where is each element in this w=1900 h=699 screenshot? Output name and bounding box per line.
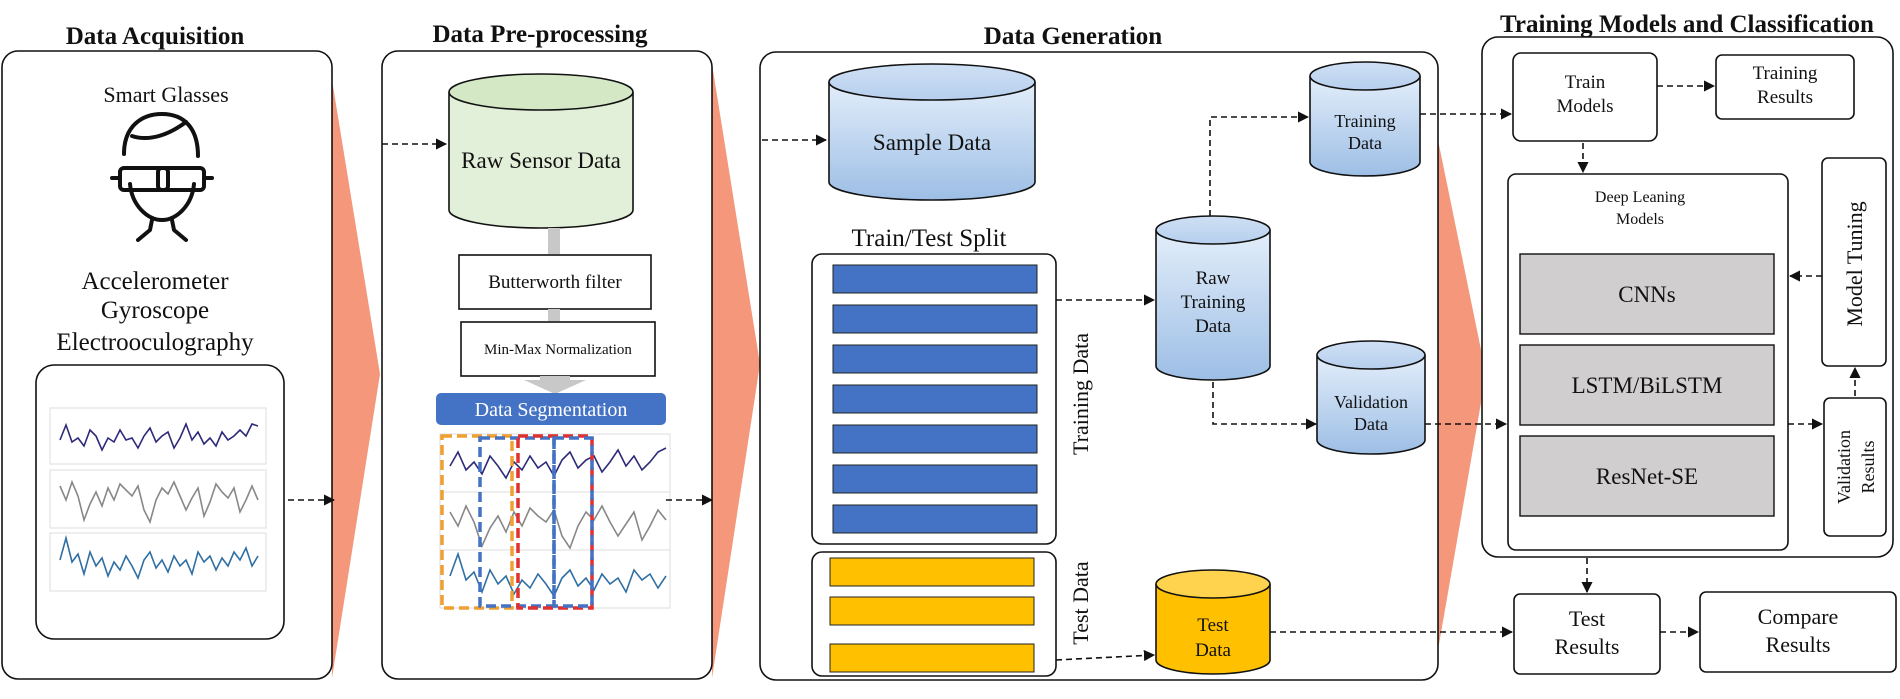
stage-arrow-3 bbox=[1438, 140, 1486, 650]
sensor-gyroscope: Gyroscope bbox=[101, 297, 209, 324]
test-results-box bbox=[1513, 593, 1661, 675]
butterworth-filter-box bbox=[458, 254, 652, 310]
model-lstm-box bbox=[1519, 344, 1775, 426]
test-data-vertical-label: Test Data bbox=[1068, 561, 1093, 645]
test-bar bbox=[829, 643, 1035, 673]
train-models-label-1: Train bbox=[1565, 72, 1606, 93]
model-lstm-label: LSTM/BiLSTM bbox=[1572, 373, 1723, 398]
device-label: Smart Glasses bbox=[103, 82, 228, 107]
sample-data-label: Sample Data bbox=[873, 130, 991, 155]
training-bar bbox=[832, 464, 1038, 494]
arrow-raw-to-training bbox=[1209, 111, 1310, 216]
compare-results-box bbox=[1699, 591, 1897, 673]
heading-training-classification: Training Models and Classification bbox=[1500, 11, 1874, 38]
training-data-vertical-label: Training Data bbox=[1068, 333, 1093, 455]
test-data-db-label-1: Test bbox=[1197, 615, 1229, 636]
training-results-label-2: Results bbox=[1757, 87, 1813, 108]
training-bar bbox=[832, 504, 1038, 534]
heading-data-preprocessing: Data Pre-processing bbox=[432, 21, 648, 48]
training-results-label-1: Training bbox=[1753, 63, 1818, 84]
raw-signal-plots bbox=[49, 407, 267, 592]
sensor-electrooculography: Electrooculography bbox=[56, 329, 254, 356]
model-resnet-box bbox=[1519, 435, 1775, 517]
test-data-bars bbox=[829, 557, 1035, 673]
train-models-label-2: Models bbox=[1557, 96, 1614, 117]
training-data-db-label-2: Data bbox=[1348, 133, 1382, 153]
butterworth-filter-label: Butterworth filter bbox=[488, 272, 622, 293]
training-bar bbox=[832, 304, 1038, 334]
stage-arrow-1 bbox=[332, 80, 380, 678]
model-tuning-label: Model Tuning bbox=[1842, 201, 1867, 326]
test-results-label-1: Test bbox=[1569, 606, 1605, 631]
train-models-box bbox=[1512, 52, 1658, 142]
stage-arrow-2 bbox=[712, 64, 760, 678]
training-data-cylinder bbox=[1309, 61, 1421, 177]
validation-data-db-label-1: Validation bbox=[1334, 392, 1408, 412]
model-tuning-box bbox=[1821, 157, 1887, 367]
training-data-db-label-1: Training bbox=[1334, 111, 1395, 131]
validation-results-label-2: Results bbox=[1858, 440, 1878, 493]
training-bar bbox=[832, 424, 1038, 454]
flow-connector-2 bbox=[548, 309, 560, 321]
validation-data-db-label-2: Data bbox=[1354, 414, 1388, 434]
minmax-normalization-box bbox=[460, 321, 656, 377]
sample-data-cylinder bbox=[828, 63, 1036, 201]
validation-results-box bbox=[1823, 397, 1887, 537]
test-data-db-label-2: Data bbox=[1195, 640, 1231, 661]
train-test-split-label: Train/Test Split bbox=[852, 225, 1007, 252]
sensor-accelerometer: Accelerometer bbox=[81, 268, 229, 295]
compare-results-label-2: Results bbox=[1766, 632, 1831, 657]
arrow-split-to-test-data bbox=[1055, 649, 1156, 662]
training-results-box bbox=[1715, 54, 1855, 120]
raw-training-data-label-2: Training bbox=[1181, 292, 1246, 313]
model-resnet-label: ResNet-SE bbox=[1596, 464, 1698, 489]
flow-connector-1 bbox=[548, 228, 560, 254]
deep-learning-title-1: Deep Leaning bbox=[1595, 189, 1685, 206]
deep-learning-title-2: Models bbox=[1616, 211, 1664, 228]
validation-results-label-1: Validation bbox=[1834, 430, 1854, 504]
arrow-raw-to-validation bbox=[1212, 382, 1318, 430]
training-bar bbox=[832, 344, 1038, 374]
raw-training-data-cylinder bbox=[1155, 215, 1271, 381]
validation-data-cylinder bbox=[1316, 340, 1426, 455]
test-bar bbox=[829, 596, 1035, 626]
segmented-signal-plots bbox=[439, 433, 671, 610]
heading-data-generation: Data Generation bbox=[984, 23, 1163, 50]
raw-training-data-label-1: Raw bbox=[1196, 268, 1231, 289]
compare-results-label-1: Compare bbox=[1758, 604, 1839, 629]
data-segmentation-label: Data Segmentation bbox=[475, 399, 628, 421]
training-bar bbox=[832, 264, 1038, 294]
training-data-bars bbox=[832, 264, 1038, 534]
test-bar bbox=[829, 557, 1035, 587]
model-cnns-label: CNNs bbox=[1618, 282, 1676, 307]
test-data-cylinder bbox=[1155, 569, 1271, 675]
raw-training-data-label-3: Data bbox=[1195, 316, 1231, 337]
test-results-label-2: Results bbox=[1555, 634, 1620, 659]
heading-data-acquisition: Data Acquisition bbox=[66, 23, 245, 50]
training-bar bbox=[832, 384, 1038, 414]
flow-connector-3 bbox=[524, 376, 586, 394]
raw-sensor-data-label: Raw Sensor Data bbox=[461, 148, 621, 173]
smart-glasses-person-icon bbox=[110, 112, 214, 242]
raw-sensor-data-cylinder bbox=[448, 73, 634, 229]
minmax-normalization-label: Min-Max Normalization bbox=[484, 342, 632, 358]
data-segmentation-box bbox=[436, 393, 666, 425]
model-cnns-box bbox=[1519, 253, 1775, 335]
